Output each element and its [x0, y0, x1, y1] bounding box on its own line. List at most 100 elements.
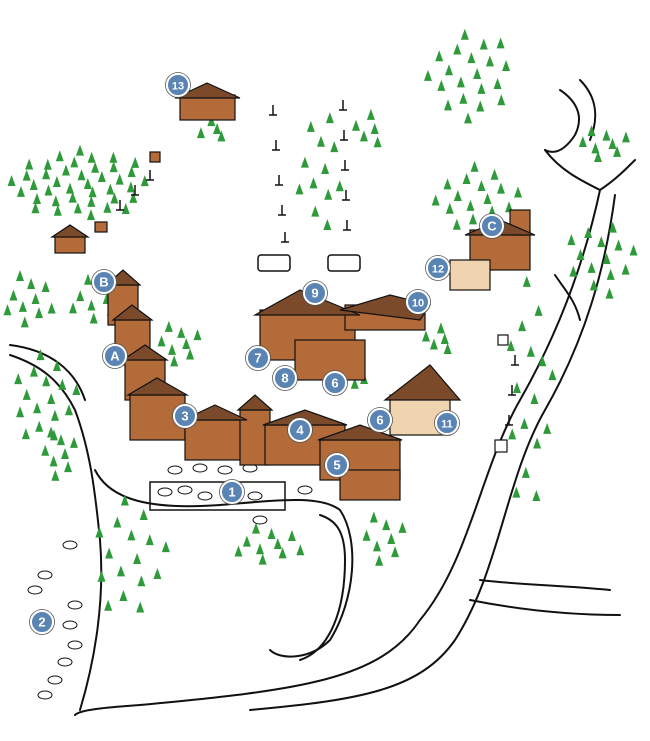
- tree: [44, 184, 53, 196]
- marker-label: C: [487, 219, 497, 234]
- tree: [20, 316, 29, 328]
- tree: [29, 179, 38, 191]
- map-marker-9[interactable]: 9: [302, 280, 328, 306]
- map-marker-3[interactable]: 3: [172, 403, 198, 429]
- map-marker-8[interactable]: 8: [272, 365, 298, 391]
- tree: [193, 329, 202, 341]
- tree: [126, 181, 135, 193]
- marker-label: 5: [333, 458, 340, 473]
- tree: [89, 312, 98, 324]
- map-marker-1[interactable]: 1: [219, 479, 245, 505]
- tree: [387, 533, 396, 544]
- tree: [602, 253, 611, 264]
- tree: [477, 180, 486, 192]
- tree: [9, 289, 18, 301]
- marker-ring: [172, 403, 198, 429]
- tree: [602, 129, 611, 141]
- marker-label: 12: [432, 264, 444, 276]
- tree: [104, 599, 113, 611]
- marker-circle: [323, 371, 347, 395]
- map-marker-7[interactable]: 7: [245, 345, 271, 371]
- tree: [467, 52, 476, 64]
- tree: [91, 161, 100, 173]
- marker-circle: [480, 214, 504, 238]
- marker-circle: [30, 610, 54, 634]
- tree: [444, 99, 453, 111]
- tree: [435, 50, 444, 62]
- tree: [52, 359, 61, 371]
- marker-circle: [325, 453, 349, 477]
- map-marker-10[interactable]: 10: [405, 289, 431, 315]
- map-marker-6[interactable]: 6: [367, 407, 393, 433]
- tree: [431, 194, 440, 206]
- west-road-2: [9, 344, 86, 401]
- west-road: [9, 354, 103, 711]
- tree: [120, 494, 129, 506]
- map-marker-4[interactable]: 4: [287, 417, 313, 443]
- map-marker-5[interactable]: 5: [324, 452, 350, 478]
- marker-ring: [219, 479, 245, 505]
- tree: [497, 94, 506, 106]
- marker-ring: [245, 345, 271, 371]
- tree: [287, 530, 296, 542]
- tree: [131, 156, 140, 168]
- map-marker-c[interactable]: C: [479, 213, 505, 239]
- south-road: [479, 579, 611, 591]
- map-marker-12[interactable]: 12: [425, 255, 451, 281]
- marker-circle: [92, 270, 116, 294]
- tree: [22, 169, 31, 181]
- tree: [140, 175, 149, 187]
- marker-circle: [288, 418, 312, 442]
- map-marker-a[interactable]: A: [102, 343, 128, 369]
- tree: [584, 227, 593, 239]
- tree: [42, 168, 51, 180]
- tree: [47, 302, 56, 314]
- marker-ring: [302, 280, 328, 306]
- tree: [464, 112, 473, 124]
- tree: [16, 185, 25, 197]
- tree: [533, 437, 542, 449]
- tree: [350, 377, 359, 389]
- tree: [53, 204, 62, 216]
- tree: [485, 55, 494, 67]
- tree: [587, 261, 596, 273]
- map-marker-13[interactable]: 13: [165, 72, 191, 98]
- tree: [359, 130, 368, 142]
- tree: [256, 543, 265, 555]
- map-marker-11[interactable]: 11: [434, 410, 460, 436]
- tree: [76, 144, 84, 156]
- tree: [613, 145, 622, 157]
- tree: [512, 381, 521, 393]
- tree: [72, 384, 81, 396]
- tree: [213, 123, 222, 134]
- tree: [3, 304, 12, 316]
- tree: [508, 428, 517, 440]
- tree: [258, 553, 267, 565]
- tree: [608, 221, 617, 233]
- tree: [300, 156, 309, 168]
- tree: [453, 43, 462, 55]
- tree: [470, 160, 479, 172]
- tree: [522, 275, 531, 287]
- tree: [161, 541, 170, 553]
- south-road-2: [469, 599, 621, 616]
- tree: [477, 82, 486, 94]
- map-marker-2[interactable]: 2: [29, 609, 55, 635]
- marker-circle: [303, 281, 327, 305]
- marker-label: 6: [376, 413, 383, 428]
- tree: [273, 538, 282, 549]
- tree: [321, 163, 330, 174]
- tree: [58, 378, 67, 390]
- tree: [496, 37, 505, 49]
- tree: [456, 76, 465, 88]
- tree: [512, 486, 521, 498]
- tree: [614, 239, 623, 251]
- map-marker-b[interactable]: B: [91, 269, 117, 295]
- tree: [443, 342, 452, 354]
- map-marker-6[interactable]: 6: [322, 370, 348, 396]
- marker-circle: [166, 73, 190, 97]
- tree: [306, 120, 315, 132]
- tree: [41, 444, 50, 456]
- marker-ring: [165, 72, 191, 98]
